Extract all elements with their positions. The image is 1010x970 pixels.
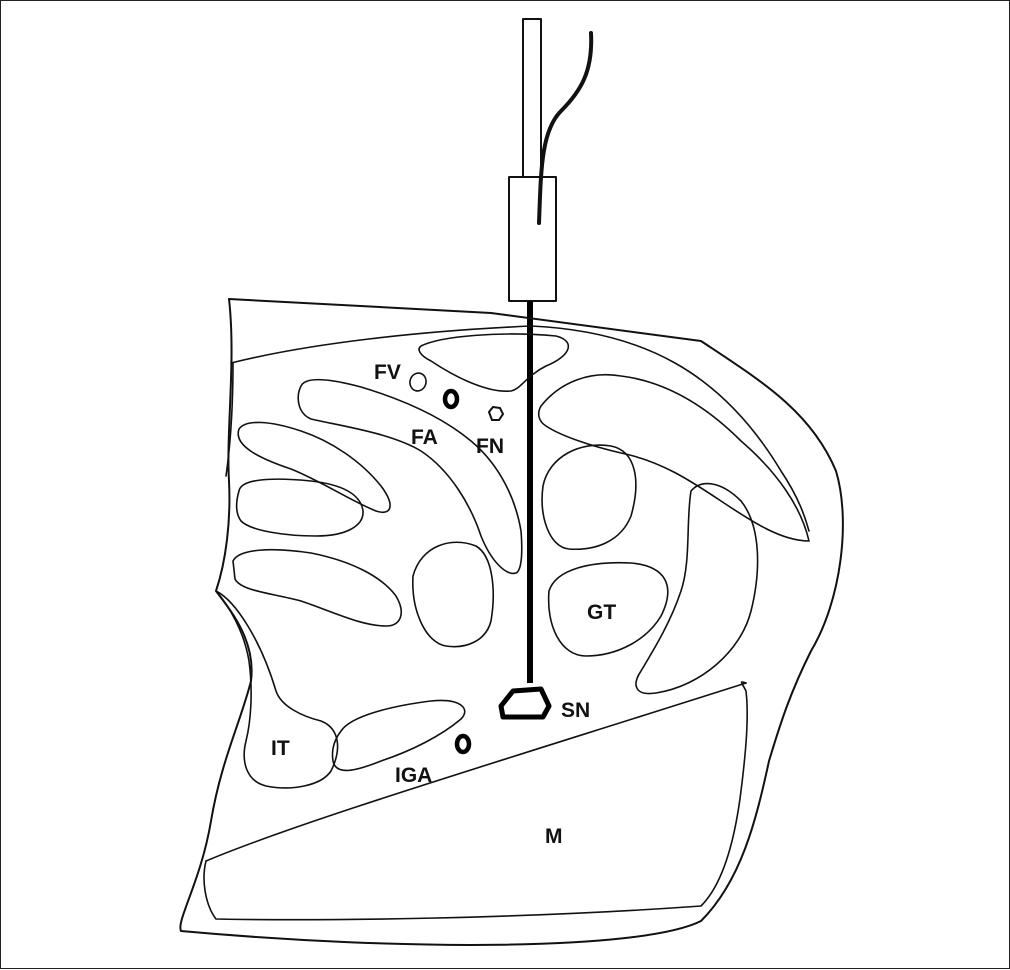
femoral-nerve-marker: [487, 405, 505, 421]
femoral-region: [237, 333, 810, 575]
muscle-compartment-3: [412, 541, 494, 648]
m-compartment: [203, 681, 748, 921]
label-fv: FV: [374, 361, 401, 384]
label-sn: SN: [561, 699, 590, 722]
lower-muscle-band: [331, 699, 466, 772]
label-gt: GT: [587, 601, 616, 624]
skin-fold-line: [230, 325, 810, 532]
muscle-compartment-4: [541, 444, 637, 551]
label-iga: IGA: [395, 764, 432, 787]
body-contour: [179, 298, 844, 946]
muscle-compartments: [232, 444, 759, 695]
anterior-muscle-2: [237, 421, 391, 513]
label-fn: FN: [476, 435, 504, 458]
femoral-vein-marker: [409, 372, 427, 392]
body-outline: [179, 298, 844, 946]
lateral-muscle-band: [537, 374, 810, 542]
needle-hub: [508, 176, 557, 302]
superficial-fascia-region: [418, 333, 570, 392]
muscle-compartment-2: [232, 548, 402, 627]
muscle-compartment-1: [235, 478, 364, 537]
needle-shaft-upper: [522, 18, 542, 178]
neurovascular-structures: [409, 372, 552, 755]
fascial-plane-line: [205, 682, 747, 862]
label-it: IT: [271, 737, 290, 760]
needle-assembly: [508, 18, 594, 683]
lateral-compartment: [635, 482, 759, 695]
lower-region: [203, 590, 748, 921]
it-compartment: [215, 590, 339, 789]
inferior-gluteal-artery-marker: [454, 733, 472, 755]
anterior-muscle-band: [297, 378, 523, 575]
needle-wire: [537, 31, 594, 225]
gt-compartment: [547, 561, 669, 657]
femoral-artery-marker: [442, 388, 460, 410]
left-contour-line: [225, 362, 234, 477]
label-m: M: [545, 825, 563, 848]
label-fa: FA: [411, 426, 438, 449]
labels: FV FA FN GT SN IT IGA M: [271, 361, 616, 848]
sciatic-nerve-marker: [498, 686, 552, 720]
